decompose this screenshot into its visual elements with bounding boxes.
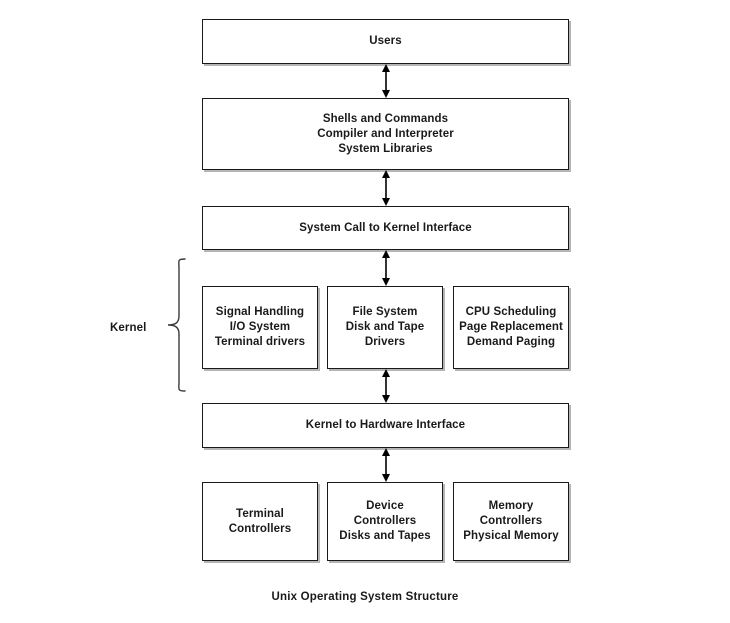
terminal-controllers-box: Terminal Controllers <box>202 482 318 561</box>
kernel-hardware-interface-box: Kernel to Hardware Interface <box>202 403 569 448</box>
kernel-label: Kernel <box>110 322 147 334</box>
users-box: Users <box>202 19 569 64</box>
shells-commands-box: Shells and Commands Compiler and Interpr… <box>202 98 569 170</box>
arrow-hardware-interface-to-hardware <box>382 448 390 482</box>
kernel-brace <box>167 258 186 392</box>
arrow-syscall-to-kernel <box>382 250 390 286</box>
arrow-kernel-to-hardware-interface <box>382 369 390 403</box>
diagram-caption: Unix Operating System Structure <box>271 591 459 603</box>
signal-handling-box: Signal Handling I/O System Terminal driv… <box>202 286 318 369</box>
system-call-interface-box: System Call to Kernel Interface <box>202 206 569 250</box>
cpu-scheduling-box: CPU Scheduling Page Replacement Demand P… <box>453 286 569 369</box>
memory-controllers-box: Memory Controllers Physical Memory <box>453 482 569 561</box>
file-system-box: File System Disk and Tape Drivers <box>327 286 443 369</box>
arrow-users-to-shells <box>382 64 390 98</box>
device-controllers-box: Device Controllers Disks and Tapes <box>327 482 443 561</box>
arrow-shells-to-syscall <box>382 170 390 206</box>
